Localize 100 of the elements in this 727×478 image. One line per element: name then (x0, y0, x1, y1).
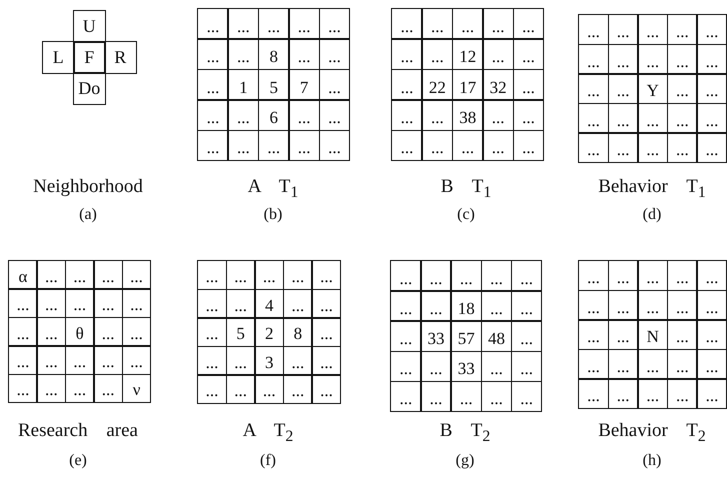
grid-cell: ... (420, 350, 452, 382)
grid-cell: ... (311, 374, 342, 404)
grid-cell: ... (637, 132, 668, 164)
grid-cell: ... (390, 290, 422, 322)
grid-cell: ... (666, 348, 698, 380)
grid-cell: ... (318, 99, 350, 132)
panel-caption: A T$_{2}$ (242, 420, 294, 446)
grid-cell: 57 (450, 320, 482, 352)
grid-cell: ... (578, 348, 610, 380)
grid-cell: ... (578, 132, 610, 164)
grid-cell: 17 (452, 68, 484, 101)
grid-cell: ... (512, 38, 544, 70)
grid-cell: ... (390, 320, 422, 352)
grid-cell: ... (258, 8, 290, 40)
grid-cell: 4 (254, 288, 284, 319)
grid-cell: ... (578, 102, 610, 134)
grid-cell: ... (608, 348, 639, 380)
grid-cell: Y (637, 73, 668, 104)
grid-cell: 22 (421, 68, 454, 101)
grid-cell: ... (696, 319, 727, 350)
panel-caption: B T$_{2}$ (440, 420, 490, 446)
grid-cell: ... (480, 260, 512, 292)
grid-cell: ... (510, 380, 542, 412)
grid-cell: ... (450, 260, 482, 292)
grid-cell: ... (254, 260, 284, 290)
grid-cell: ... (64, 374, 95, 404)
grid-cell: 1 (227, 68, 260, 101)
grid-cell: ... (227, 130, 260, 162)
grid-cell: ... (93, 260, 124, 290)
grid-cell: ... (93, 316, 124, 347)
grid-cell: ... (227, 99, 260, 132)
grid-cell: ... (197, 8, 229, 40)
grid-cell: ... (510, 260, 542, 292)
grid-cell: ... (227, 38, 260, 70)
grid-cell: ... (578, 378, 610, 410)
grid-cell: ... (36, 345, 66, 376)
grid-cell: 5 (226, 317, 256, 348)
grid-cell: ... (226, 260, 256, 290)
grid-cell: ... (696, 260, 727, 292)
panel-caption: Research area (18, 420, 138, 442)
grid-cell: ... (93, 374, 124, 404)
grid-cell: ... (666, 319, 698, 350)
grid-cell: ... (64, 260, 95, 290)
grid-cell: ... (421, 99, 454, 132)
grid-cell: ... (122, 260, 152, 290)
grid-cell: ... (282, 288, 313, 319)
grid-cell: ... (420, 380, 452, 412)
grid-cell: ... (288, 8, 320, 40)
grid-cell: ... (608, 73, 639, 104)
grid-cell: ... (226, 288, 256, 319)
grid-cell: ... (608, 44, 639, 75)
grid-cell: ... (197, 346, 228, 376)
grid-cell: ... (637, 378, 668, 410)
grid-cell: ... (197, 68, 229, 101)
grid-cell: ... (311, 288, 342, 319)
grid-cell: ... (391, 8, 423, 40)
grid-cell: ... (390, 260, 422, 292)
grid-cell: 3 (254, 346, 284, 376)
grid-cell: ... (226, 374, 256, 404)
grid-cell: ... (8, 374, 38, 404)
grid-cell: 8 (258, 38, 290, 70)
grid-cell: 6 (258, 99, 290, 132)
grid-cell: R (104, 41, 136, 74)
grid-cell: ... (637, 260, 668, 292)
grid-cell: ... (288, 99, 320, 132)
panel-letter: (g) (456, 452, 474, 470)
grid-cell: ... (197, 260, 228, 290)
grid-cell: ... (311, 346, 342, 376)
grid-cell: ... (420, 260, 452, 292)
panel-caption: B T$_{1}$ (440, 176, 492, 202)
grid-cell: ... (510, 320, 542, 352)
grid-cell: ... (197, 38, 229, 70)
grid-cell: ... (390, 380, 422, 412)
grid-cell: ... (666, 260, 698, 292)
grid-cell: ... (608, 132, 639, 164)
grid-cell: N (637, 319, 668, 350)
grid-cell: ... (696, 102, 727, 134)
grid-cell: ... (578, 44, 610, 75)
grid-cell: ... (197, 99, 229, 132)
grid-cell: ... (318, 68, 350, 101)
grid-cell: ... (93, 288, 124, 318)
grid-cell: ... (391, 99, 423, 132)
grid-cell: 8 (282, 317, 313, 348)
grid-cell: ... (93, 345, 124, 376)
grid-cell: ... (258, 130, 290, 162)
panel-letter: (c) (457, 206, 475, 224)
grid-cell: ... (637, 14, 668, 46)
grid-cell: ... (666, 14, 698, 46)
panel-letter: (a) (79, 206, 97, 224)
grid-cell: ... (452, 8, 484, 40)
grid-cell: ... (282, 374, 313, 404)
grid-cell: F (73, 41, 106, 74)
grid-cell: ... (197, 317, 228, 348)
grid-cell: ... (666, 44, 698, 75)
grid-cell: ... (696, 73, 727, 104)
grid-cell: α (8, 260, 38, 290)
grid-cell: ... (637, 348, 668, 380)
grid-cell: ... (391, 130, 423, 162)
grid-cell: L (42, 41, 74, 74)
grid-cell: ... (608, 290, 639, 321)
